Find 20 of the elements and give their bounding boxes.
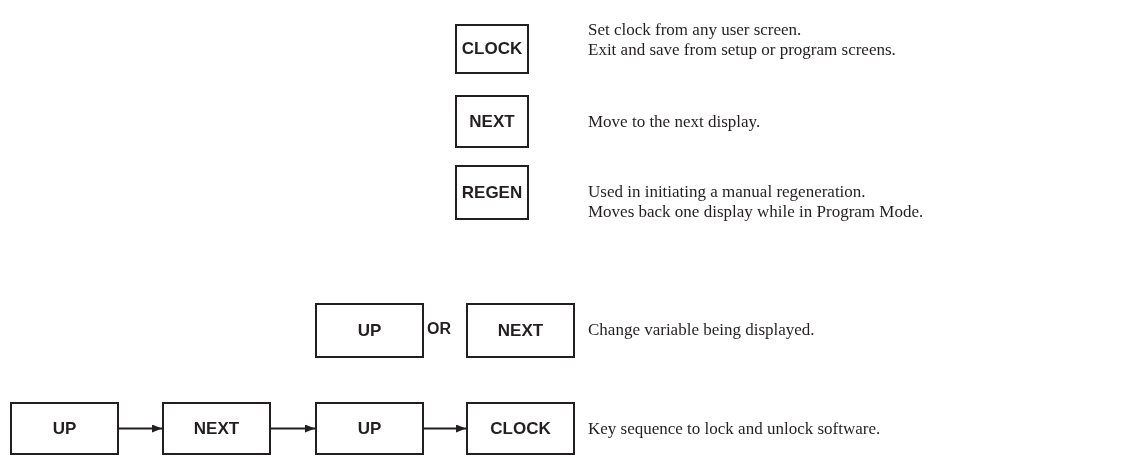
- key-button: CLOCK: [466, 402, 575, 455]
- key-button: REGEN: [455, 165, 529, 220]
- description-text: Change variable being displayed.: [588, 320, 815, 340]
- description-text: Move to the next display.: [588, 112, 761, 132]
- or-label: OR: [427, 320, 451, 338]
- description-text: Key sequence to lock and unlock software.: [588, 419, 881, 439]
- key-button: UP: [315, 402, 424, 455]
- key-button: NEXT: [455, 95, 529, 148]
- arrow: [423, 424, 467, 433]
- description-text: Used in initiating a manual regeneration.: [588, 182, 866, 202]
- description-text: Moves back one display while in Program Mode.: [588, 202, 924, 222]
- key-button: CLOCK: [455, 24, 529, 74]
- key-button: NEXT: [162, 402, 271, 455]
- arrow: [270, 424, 316, 433]
- key-button: NEXT: [466, 303, 575, 358]
- key-button: UP: [10, 402, 119, 455]
- key-button: UP: [315, 303, 424, 358]
- arrow: [118, 424, 163, 433]
- description-text: Exit and save from setup or program screens.: [588, 40, 896, 60]
- description-text: Set clock from any user screen.: [588, 20, 802, 40]
